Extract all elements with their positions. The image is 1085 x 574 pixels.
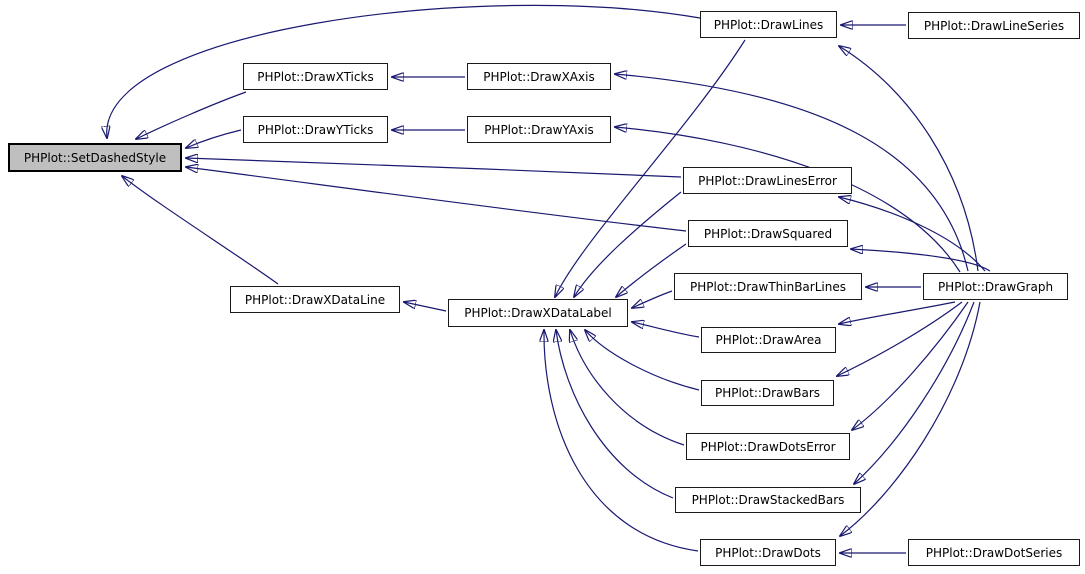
edge-draw_area-to-draw_x_data_label — [632, 322, 700, 338]
edge-draw_graph-to-draw_lines_error — [839, 197, 986, 272]
node-draw-stacked-bars[interactable]: PHPlot::DrawStackedBars — [675, 487, 861, 513]
edge-draw_x_data_line-to-set_dashed_style — [122, 176, 279, 285]
edge-draw_graph-to-draw_dots — [840, 301, 981, 536]
edge-draw_graph-to-draw_squared — [851, 249, 991, 272]
node-draw-x-axis[interactable]: PHPlot::DrawXAxis — [467, 63, 611, 90]
edge-draw_x_ticks-to-set_dashed_style — [136, 91, 247, 139]
node-draw-dot-series[interactable]: PHPlot::DrawDotSeries — [908, 539, 1080, 566]
edge-draw_lines-to-set_dashed_style — [107, 4, 701, 138]
edge-draw_lines_error-to-set_dashed_style — [186, 158, 682, 178]
node-draw-thin-bar-lines[interactable]: PHPlot::DrawThinBarLines — [674, 273, 862, 300]
edge-draw_graph-to-draw_x_axis — [615, 74, 969, 272]
node-draw-lines-error[interactable]: PHPlot::DrawLinesError — [683, 167, 852, 194]
edge-draw_thin_bar_lines-to-draw_x_data_label — [632, 290, 673, 308]
node-set-dashed-style[interactable]: PHPlot::SetDashedStyle — [8, 143, 182, 172]
node-draw-x-data-line[interactable]: PHPlot::DrawXDataLine — [230, 286, 400, 313]
node-draw-lines[interactable]: PHPlot::DrawLines — [700, 11, 837, 38]
edge-draw_graph-to-draw_lines — [839, 46, 979, 272]
edge-draw_lines_error-to-draw_x_data_label — [574, 191, 682, 297]
node-draw-dots[interactable]: PHPlot::DrawDots — [700, 539, 836, 566]
edge-draw_graph-to-draw_dots_error — [852, 301, 969, 430]
node-draw-x-data-label[interactable]: PHPlot::DrawXDataLabel — [448, 299, 628, 327]
node-draw-y-axis[interactable]: PHPlot::DrawYAxis — [467, 116, 611, 143]
edge-draw_bars-to-draw_x_data_label — [585, 330, 700, 391]
node-draw-x-ticks[interactable]: PHPlot::DrawXTicks — [243, 63, 388, 90]
edge-draw_y_ticks-to-set_dashed_style — [186, 129, 242, 148]
node-draw-dots-error[interactable]: PHPlot::DrawDotsError — [686, 433, 850, 460]
edge-draw_squared-to-draw_x_data_label — [616, 243, 687, 297]
edge-draw_graph-to-draw_bars — [837, 301, 963, 376]
edge-draw_dots_error-to-draw_x_data_label — [570, 330, 685, 446]
edge-draw_stacked_bars-to-draw_x_data_label — [556, 330, 674, 499]
edge-draw_dots-to-draw_x_data_label — [544, 330, 699, 552]
node-draw-area[interactable]: PHPlot::DrawArea — [701, 327, 836, 353]
node-draw-y-ticks[interactable]: PHPlot::DrawYTicks — [243, 116, 388, 143]
edge-draw_graph-to-draw_area — [839, 301, 956, 324]
edge-draw_x_data_label-to-draw_x_data_line — [404, 302, 447, 312]
node-draw-bars[interactable]: PHPlot::DrawBars — [701, 380, 834, 406]
node-draw-line-series[interactable]: PHPlot::DrawLineSeries — [908, 12, 1080, 39]
edge-draw_lines-to-draw_x_data_label — [555, 39, 746, 297]
edge-draw_squared-to-set_dashed_style — [186, 167, 687, 232]
edge-draw_graph-to-draw_y_axis — [615, 127, 961, 273]
node-draw-graph[interactable]: PHPlot::DrawGraph — [923, 273, 1068, 300]
edge-draw_graph-to-draw_stacked_bars — [854, 301, 975, 484]
node-draw-squared[interactable]: PHPlot::DrawSquared — [688, 220, 848, 247]
